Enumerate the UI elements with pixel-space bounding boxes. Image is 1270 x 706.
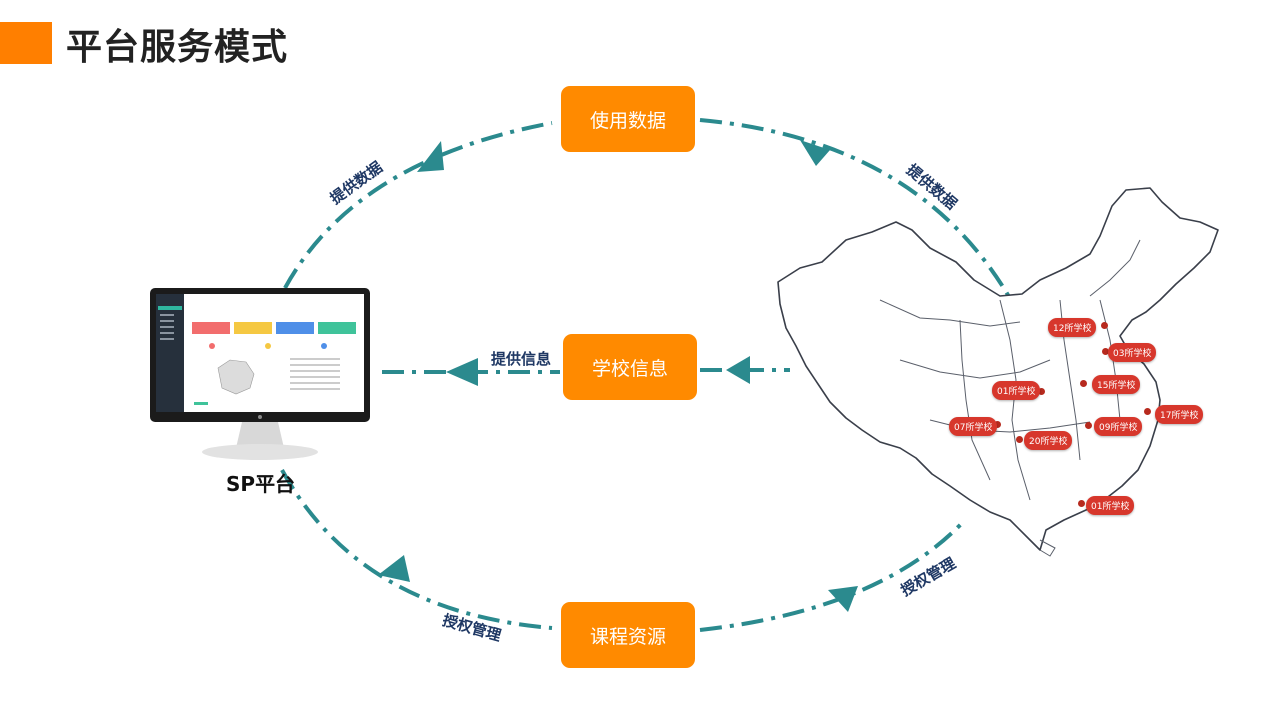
pin-dot xyxy=(1016,436,1023,443)
map-pin: 17所学校 xyxy=(1155,405,1204,424)
pin-dot xyxy=(1102,348,1109,355)
china-map xyxy=(777,187,1219,551)
pin-dot xyxy=(1085,422,1092,429)
arrowhead-middle-right xyxy=(726,356,750,384)
arrow-path-left-top xyxy=(283,121,553,289)
map-pin: 12所学校 xyxy=(1048,318,1097,337)
map-pin: 07所学校 xyxy=(949,417,998,436)
page-title: 平台服务模式 xyxy=(66,27,289,68)
arrow-path-right-top xyxy=(699,118,1014,303)
node-usage-data: 使用数据 xyxy=(561,86,695,152)
arrow-path-left-bottom xyxy=(280,469,553,630)
arrowhead-left-bottom xyxy=(378,555,410,582)
map-pin: 09所学校 xyxy=(1094,417,1143,436)
arrowhead-right-bottom xyxy=(828,586,858,612)
map-pin: 03所学校 xyxy=(1108,343,1157,362)
arrowhead-left-top xyxy=(417,141,444,172)
pin-dot xyxy=(1080,380,1087,387)
pin-dot xyxy=(994,421,1001,428)
pin-dot xyxy=(1101,322,1108,329)
edge-label-middle: 提供信息 xyxy=(491,350,552,368)
pin-dot xyxy=(1144,408,1151,415)
pin-dot xyxy=(1078,500,1085,507)
map-pin: 01所学校 xyxy=(992,381,1041,400)
arrowhead-right-top xyxy=(800,140,830,166)
sp-platform-monitor xyxy=(150,288,370,460)
node-course-resources: 课程资源 xyxy=(561,602,695,668)
map-pin: 15所学校 xyxy=(1092,375,1141,394)
title-accent-bar xyxy=(0,22,52,64)
arrowhead-middle-left xyxy=(446,358,478,386)
map-pin: 01所学校 xyxy=(1086,496,1135,515)
arrow-path-right-bottom xyxy=(699,518,967,632)
map-pin: 20所学校 xyxy=(1024,431,1073,450)
pin-dot xyxy=(1038,388,1045,395)
sp-platform-label: SP平台 xyxy=(226,472,296,496)
node-school-info: 学校信息 xyxy=(563,334,697,400)
